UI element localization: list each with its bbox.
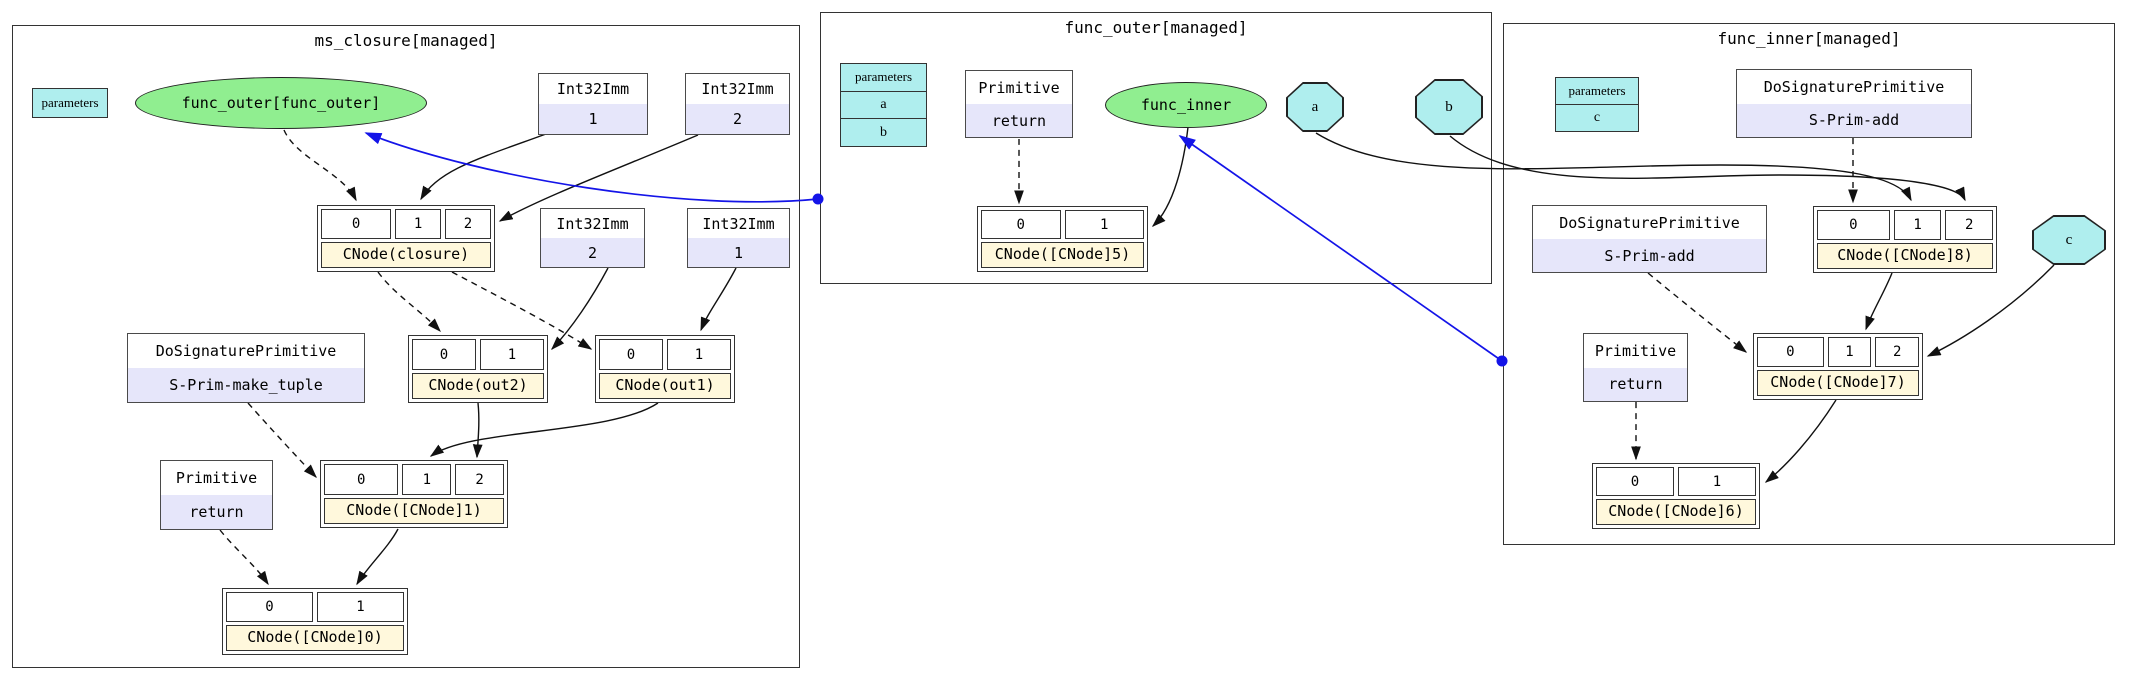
- cnode-table-0: 0 1 CNode([CNode]0): [222, 588, 408, 655]
- parameter-row: c: [1556, 104, 1638, 131]
- slot-cell: 1: [667, 339, 731, 370]
- parameters-node-func-outer: parameters a b: [840, 63, 927, 147]
- slot-cell: 0: [981, 210, 1061, 239]
- cnode-table-5: 0 1 CNode([CNode]5): [977, 206, 1148, 272]
- parameters-node-func-inner: parameters c: [1555, 77, 1639, 132]
- value-node-return-func-inner: Primitive return: [1583, 333, 1688, 402]
- cnode-label: CNode(out2): [412, 373, 544, 399]
- value-value: return: [189, 503, 244, 521]
- cnode-label: CNode([CNode]6): [1596, 499, 1756, 525]
- value-value: 1: [588, 110, 598, 128]
- cnode-table-closure: 0 1 2 CNode(closure): [317, 205, 495, 272]
- cluster-func-outer: func_outer[managed]: [820, 12, 1492, 284]
- cnode-table-6: 0 1 CNode([CNode]6): [1592, 463, 1760, 529]
- slot-cell: 0: [412, 339, 476, 370]
- value-node-add-mid: DoSignaturePrimitive S-Prim-add: [1532, 205, 1767, 273]
- value-type: Primitive: [161, 461, 272, 495]
- value-value: S-Prim-add: [1808, 111, 1900, 130]
- value-type: Int32Imm: [539, 74, 647, 104]
- graph-call-label: func_outer[func_outer]: [181, 94, 381, 112]
- slot-cell: 0: [324, 464, 399, 495]
- slot-cell: 1: [402, 464, 452, 495]
- parameters-node-ms-closure: parameters: [32, 88, 108, 118]
- slot-cell: 0: [321, 209, 392, 239]
- param-octagon-b: b: [1415, 79, 1483, 135]
- value-value: 1: [733, 243, 744, 262]
- value-value: 2: [732, 110, 743, 128]
- cluster-title-func-outer: func_outer[managed]: [1064, 18, 1248, 37]
- value-type: DoSignaturePrimitive: [1737, 70, 1971, 104]
- value-node-add-top: DoSignaturePrimitive S-Prim-add: [1736, 69, 1972, 138]
- value-value: 2: [587, 243, 598, 262]
- value-type: Int32Imm: [688, 209, 789, 238]
- cnode-label: CNode([CNode]8): [1817, 243, 1993, 269]
- cnode-table-7: 0 1 2 CNode([CNode]7): [1753, 333, 1923, 400]
- cnode-label: CNode([CNode]1): [324, 498, 504, 524]
- slot-cell: 2: [455, 464, 505, 495]
- value-value: S-Prim-add: [1604, 246, 1695, 265]
- value-type: Int32Imm: [686, 74, 789, 104]
- value-type: Int32Imm: [541, 209, 644, 238]
- cnode-label: CNode([CNode]7): [1757, 370, 1919, 396]
- slot-cell: 2: [1875, 337, 1919, 367]
- slot-cell: 1: [1064, 210, 1144, 239]
- value-node-return-func-outer: Primitive return: [965, 70, 1073, 138]
- cnode-table-out2: 0 1 CNode(out2): [408, 335, 548, 403]
- slot-cell: 1: [317, 592, 404, 622]
- value-type: Primitive: [966, 71, 1072, 104]
- parameter-row: a: [841, 90, 926, 119]
- cnode-table-8: 0 1 2 CNode([CNode]8): [1813, 206, 1997, 273]
- cnode-table-out1: 0 1 CNode(out1): [595, 335, 735, 403]
- parameters-header: parameters: [854, 69, 913, 85]
- graph-call-ellipse-func-outer: func_outer[func_outer]: [135, 77, 427, 129]
- graph-call-label: func_inner: [1140, 96, 1232, 114]
- slot-cell: 1: [1893, 210, 1942, 240]
- parameters-header: parameters: [1568, 83, 1626, 98]
- value-node-int32imm-2a: Int32Imm 2: [685, 73, 790, 135]
- param-octagon-a: a: [1286, 82, 1344, 132]
- value-node-int32imm-1a: Int32Imm 1: [538, 73, 648, 135]
- parameters-header: parameters: [41, 95, 99, 110]
- value-value: S-Prim-make_tuple: [169, 376, 323, 394]
- slot-cell: 1: [1678, 467, 1756, 496]
- slot-cell: 1: [1827, 337, 1872, 367]
- cnode-label: CNode(out1): [599, 373, 731, 399]
- slot-cell: 0: [1596, 467, 1674, 496]
- slot-cell: 1: [480, 339, 544, 370]
- value-value: return: [991, 111, 1047, 130]
- param-octagon-label: c: [2033, 216, 2105, 264]
- value-node-return-ms-closure: Primitive return: [160, 460, 273, 530]
- graph-call-ellipse-func-inner: func_inner: [1105, 82, 1267, 128]
- slot-cell: 0: [226, 592, 313, 622]
- slot-cell: 0: [1817, 210, 1890, 240]
- value-node-int32imm-2b: Int32Imm 2: [540, 208, 645, 268]
- value-node-make-tuple: DoSignaturePrimitive S-Prim-make_tuple: [127, 333, 365, 403]
- cnode-label: CNode([CNode]5): [981, 242, 1144, 268]
- param-octagon-label: a: [1287, 83, 1343, 131]
- param-octagon-c: c: [2032, 215, 2106, 265]
- value-type: DoSignaturePrimitive: [1533, 206, 1766, 239]
- cluster-title-ms-closure: ms_closure[managed]: [314, 31, 498, 50]
- slot-cell: 0: [1757, 337, 1824, 367]
- value-type: Primitive: [1584, 334, 1687, 368]
- cnode-label: CNode(closure): [321, 242, 491, 268]
- cnode-table-1: 0 1 2 CNode([CNode]1): [320, 460, 508, 528]
- slot-cell: 2: [1945, 210, 1994, 240]
- slot-cell: 2: [445, 209, 491, 239]
- value-value: return: [1608, 375, 1663, 394]
- parameter-row: b: [841, 118, 926, 146]
- value-type: DoSignaturePrimitive: [128, 334, 364, 368]
- param-octagon-label: b: [1416, 80, 1482, 134]
- value-node-int32imm-1b: Int32Imm 1: [687, 208, 790, 268]
- slot-cell: 1: [395, 209, 442, 239]
- slot-cell: 0: [599, 339, 663, 370]
- cluster-title-func-inner: func_inner[managed]: [1717, 29, 1901, 48]
- cnode-label: CNode([CNode]0): [226, 625, 404, 651]
